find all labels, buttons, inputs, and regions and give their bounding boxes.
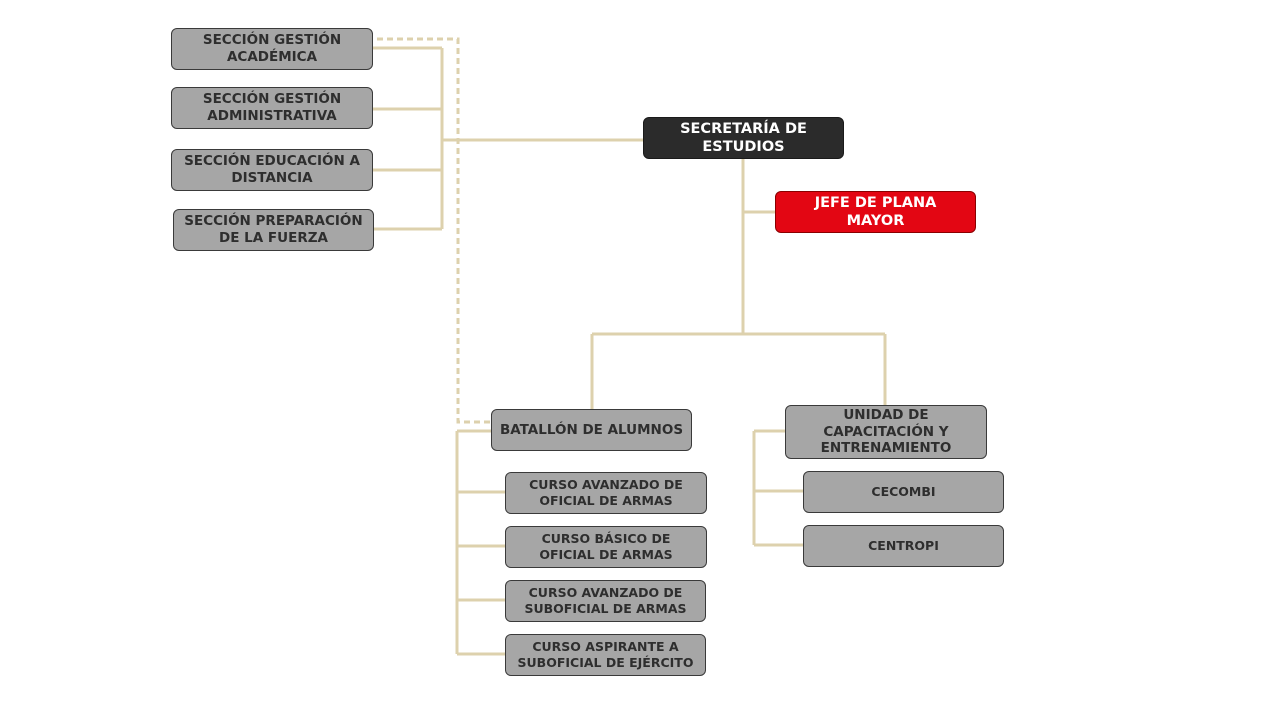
node-label: SECCIÓN GESTIÓN ADMINISTRATIVA [202,91,342,124]
node-centropi: CENTROPI [803,525,1004,567]
node-secretaria-de-estudios: SECRETARÍA DE ESTUDIOS [643,117,844,159]
node-label: CURSO AVANZADO DE OFICIAL DE ARMAS [529,477,683,508]
node-curso-avanzado-suboficial: CURSO AVANZADO DE SUBOFICIAL DE ARMAS [505,580,706,622]
node-label: BATALLÓN DE ALUMNOS [499,421,684,438]
node-label: SECRETARÍA DE ESTUDIOS [680,120,807,155]
node-seccion-educacion-distancia: SECCIÓN EDUCACIÓN A DISTANCIA [171,149,373,191]
node-label: CURSO AVANZADO DE SUBOFICIAL DE ARMAS [524,585,687,616]
dashed-connector-line [377,37,491,424]
node-label: SECCIÓN PREPARACIÓN DE LA FUERZA [184,213,363,246]
node-label: CENTROPI [868,538,939,554]
node-cecombi: CECOMBI [803,471,1004,513]
node-seccion-gestion-administrativa: SECCIÓN GESTIÓN ADMINISTRATIVA [171,87,373,129]
node-jefe-de-plana-mayor: JEFE DE PLANA MAYOR [775,191,976,233]
node-curso-aspirante-suboficial: CURSO ASPIRANTE A SUBOFICIAL DE EJÉRCITO [505,634,706,676]
node-label: CURSO BÁSICO DE OFICIAL DE ARMAS [539,531,673,562]
node-label: CECOMBI [871,484,936,500]
node-label: JEFE DE PLANA MAYOR [814,194,937,229]
node-curso-basico-oficial: CURSO BÁSICO DE OFICIAL DE ARMAS [505,526,707,568]
node-curso-avanzado-oficial: CURSO AVANZADO DE OFICIAL DE ARMAS [505,472,707,514]
node-label: SECCIÓN GESTIÓN ACADÉMICA [202,32,342,65]
node-batallon-de-alumnos: BATALLÓN DE ALUMNOS [491,409,692,451]
node-seccion-preparacion-fuerza: SECCIÓN PREPARACIÓN DE LA FUERZA [173,209,374,251]
node-label: SECCIÓN EDUCACIÓN A DISTANCIA [184,153,360,186]
node-label: CURSO ASPIRANTE A SUBOFICIAL DE EJÉRCITO [517,639,694,670]
node-label: UNIDAD DE CAPACITACIÓN Y ENTRENAMIENTO [820,406,952,457]
node-unidad-capacitacion-entrenamiento: UNIDAD DE CAPACITACIÓN Y ENTRENAMIENTO [785,405,987,459]
node-seccion-gestion-academica: SECCIÓN GESTIÓN ACADÉMICA [171,28,373,70]
